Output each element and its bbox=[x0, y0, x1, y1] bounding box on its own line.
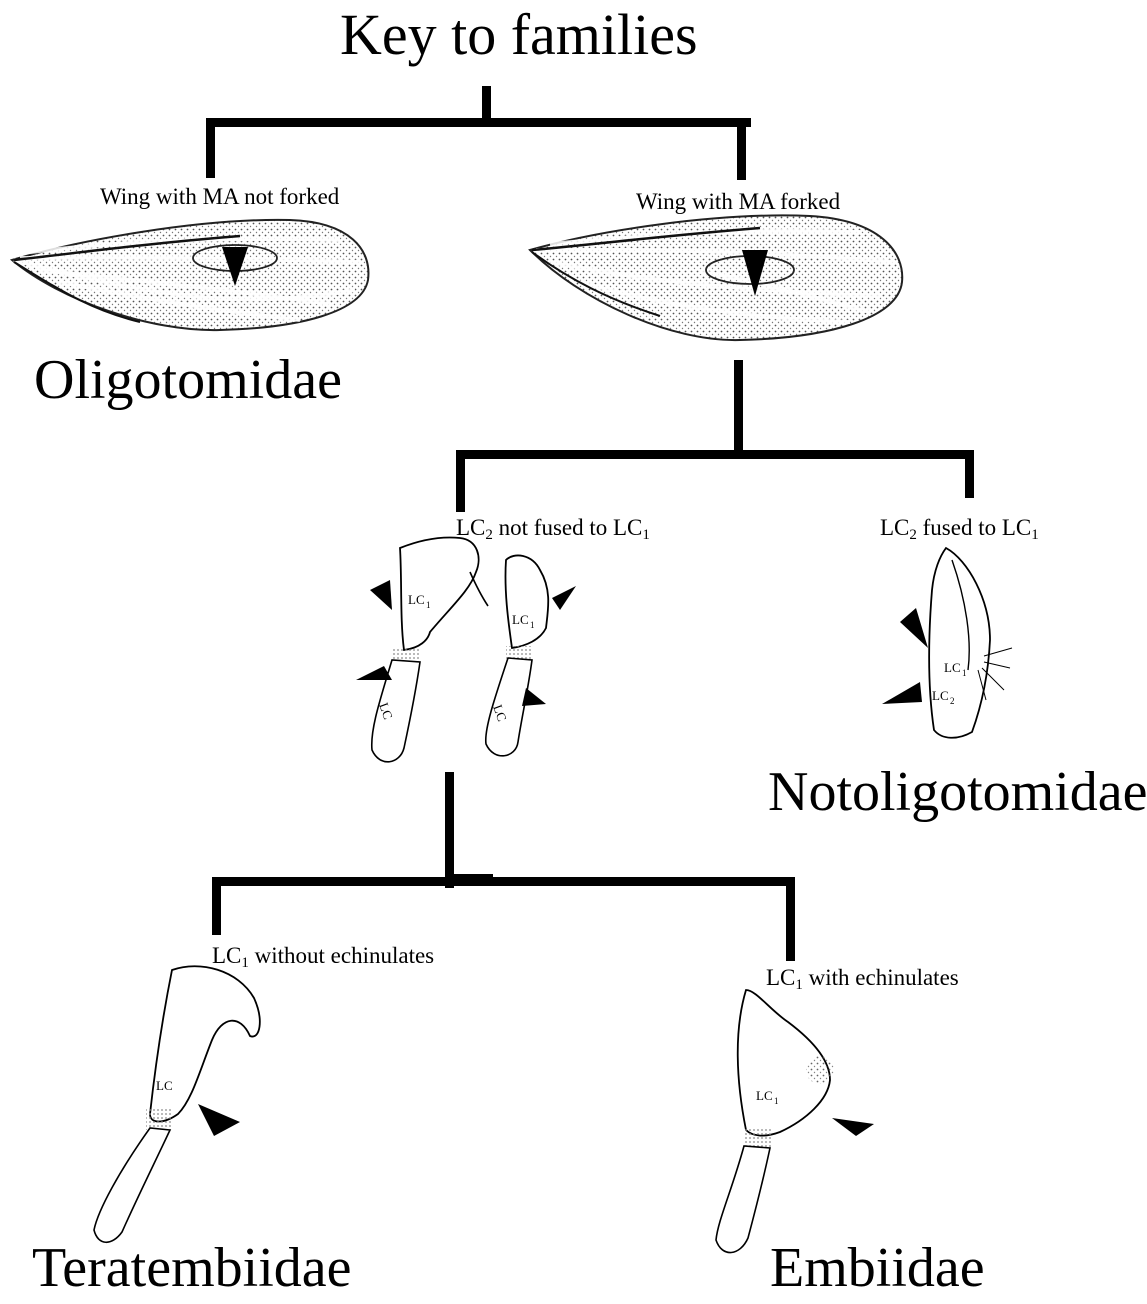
char-text-b: fused to LC bbox=[917, 515, 1031, 540]
family-embiidae: Embiidae bbox=[770, 1240, 985, 1296]
svg-text:LC: LC bbox=[156, 1078, 173, 1093]
character-lc1-with-echinulates: LC1 with echinulates bbox=[766, 966, 959, 989]
svg-text:1: 1 bbox=[530, 620, 535, 630]
lc-drawing-fused: LC 1 LC 2 bbox=[929, 548, 1012, 738]
arrowhead-lc-with bbox=[832, 1118, 874, 1136]
char-text-b: with echinulates bbox=[803, 965, 959, 990]
svg-text:1: 1 bbox=[962, 668, 967, 678]
arrowhead-lc-fused-1 bbox=[900, 608, 928, 648]
svg-text:LC: LC bbox=[932, 688, 949, 703]
family-teratembiidae: Teratembiidae bbox=[32, 1240, 351, 1296]
arrowhead-lc-b-2 bbox=[522, 688, 546, 706]
svg-text:2: 2 bbox=[950, 696, 955, 706]
char-text-a: LC bbox=[880, 515, 909, 540]
char-text-a: LC bbox=[766, 965, 795, 990]
svg-text:LC: LC bbox=[756, 1088, 773, 1103]
char-sub-a: 2 bbox=[909, 527, 917, 543]
char-sub-a: 1 bbox=[795, 977, 803, 993]
char-sub-a: 2 bbox=[485, 527, 493, 543]
lc-drawing-with-echinulates: LC 1 bbox=[716, 990, 834, 1253]
character-lc1-without-echinulates: LC1 without echinulates bbox=[212, 944, 434, 967]
char-text-b: without echinulates bbox=[249, 943, 434, 968]
svg-text:LC: LC bbox=[512, 612, 529, 627]
char-sub-b: 1 bbox=[1031, 527, 1039, 543]
svg-text:1: 1 bbox=[774, 1096, 779, 1106]
arrowhead-lc-a-2 bbox=[356, 666, 392, 680]
arrowhead-lc-without bbox=[198, 1104, 240, 1136]
character-lc2-not-fused: LC2 not fused to LC1 bbox=[456, 516, 650, 539]
arrowhead-lc-b-1 bbox=[552, 586, 576, 610]
char-text-a: LC bbox=[456, 515, 485, 540]
wing-ma-not-forked bbox=[12, 220, 368, 330]
family-notoligotomidae: Notoligotomidae bbox=[768, 764, 1147, 820]
family-oligotomidae: Oligotomidae bbox=[34, 352, 342, 408]
wing-ma-forked bbox=[530, 215, 902, 340]
lc-drawing-left-a: LC 1 LC bbox=[372, 537, 488, 761]
lc-drawing-left-b: LC 1 LC bbox=[486, 555, 549, 755]
arrowhead-lc-a-1 bbox=[370, 580, 392, 610]
char-sub-a: 1 bbox=[241, 955, 249, 971]
diagram-title: Key to families bbox=[340, 6, 698, 64]
char-text-a: LC bbox=[212, 943, 241, 968]
svg-text:LC: LC bbox=[408, 592, 425, 607]
char-text-b: not fused to LC bbox=[493, 515, 643, 540]
lc-drawing-without-echinulates: LC bbox=[94, 966, 260, 1242]
svg-text:LC: LC bbox=[944, 660, 961, 675]
character-ma-not-forked: Wing with MA not forked bbox=[100, 185, 339, 208]
character-lc2-fused: LC2 fused to LC1 bbox=[880, 516, 1039, 539]
svg-text:1: 1 bbox=[426, 600, 431, 610]
character-ma-forked: Wing with MA forked bbox=[636, 190, 840, 213]
arrowhead-lc-fused-2 bbox=[882, 682, 922, 704]
char-sub-b: 1 bbox=[642, 527, 650, 543]
